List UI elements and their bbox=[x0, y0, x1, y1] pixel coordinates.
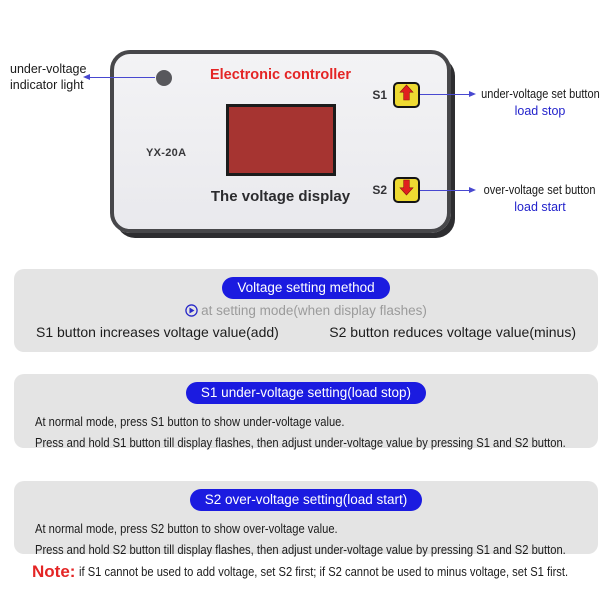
right-arrowhead-icon bbox=[469, 90, 476, 97]
indicator-callout-line2: indicator light bbox=[10, 78, 84, 92]
indicator-callout-line bbox=[83, 73, 155, 80]
model-number: YX-20A bbox=[146, 147, 187, 159]
s1-callout-line1: under-voltage set button bbox=[481, 87, 600, 101]
s2-heading-pill: S2 over-voltage setting(load start) bbox=[189, 489, 423, 511]
s2-label: S2 bbox=[372, 183, 387, 197]
section-s2-over-voltage: S2 over-voltage setting(load start) At n… bbox=[14, 481, 598, 557]
note: Note:if S1 cannot be used to add voltage… bbox=[32, 562, 608, 582]
indicator-callout-label: under-voltage indicator light bbox=[10, 61, 96, 93]
method-subline-text: at setting mode(when display flashes) bbox=[201, 303, 427, 318]
section-s1-under-voltage: S1 under-voltage setting(load stop) At n… bbox=[14, 374, 598, 450]
s2-instruction-line1: At normal mode, press S2 button to show … bbox=[35, 521, 338, 536]
s1-button-group: S1 bbox=[372, 82, 420, 108]
s2-button bbox=[393, 177, 420, 203]
s1-label: S1 bbox=[372, 88, 387, 102]
device-title: Electronic controller bbox=[209, 67, 351, 83]
method-s1-text: S1 button increases voltage value(add) bbox=[36, 324, 279, 340]
s1-instruction-line2: Press and hold S1 button till display fl… bbox=[35, 435, 566, 450]
s2-callout-line1: over-voltage set button bbox=[484, 183, 596, 197]
s1-callout-label: under-voltage set button load stop bbox=[473, 86, 607, 120]
s2-button-group: S2 bbox=[372, 177, 420, 203]
down-arrow-icon bbox=[399, 179, 414, 201]
indicator-callout-line1: under-voltage bbox=[10, 62, 87, 76]
up-arrow-icon bbox=[399, 84, 414, 106]
s2-callout-line bbox=[420, 186, 476, 193]
voltage-display-screen bbox=[226, 104, 336, 176]
s1-callout-line2: load stop bbox=[514, 104, 566, 118]
s1-heading-pill: S1 under-voltage setting(load stop) bbox=[185, 382, 427, 404]
note-text: if S1 cannot be used to add voltage, set… bbox=[79, 564, 569, 579]
method-heading-pill: Voltage setting method bbox=[222, 277, 390, 299]
left-arrowhead-icon bbox=[83, 73, 90, 80]
play-icon bbox=[185, 303, 201, 318]
method-s2-text: S2 button reduces voltage value(minus) bbox=[329, 324, 576, 340]
s2-callout-label: over-voltage set button load start bbox=[473, 182, 607, 216]
right-arrowhead-icon bbox=[469, 186, 476, 193]
controller-device: Electronic controller S1 YX-20A The volt… bbox=[110, 50, 451, 233]
s2-instruction-line2: Press and hold S2 button till display fl… bbox=[35, 542, 566, 557]
method-subline: at setting mode(when display flashes) bbox=[14, 303, 598, 318]
s1-button bbox=[393, 82, 420, 108]
s2-callout-line2: load start bbox=[514, 200, 566, 214]
s1-callout-line bbox=[420, 90, 476, 97]
note-label: Note: bbox=[32, 562, 76, 581]
display-caption: The voltage display bbox=[210, 188, 351, 205]
section-voltage-setting-method: Voltage setting method at setting mode(w… bbox=[14, 269, 598, 352]
s1-instruction-line1: At normal mode, press S1 button to show … bbox=[35, 414, 345, 429]
under-voltage-indicator-light bbox=[156, 70, 172, 86]
